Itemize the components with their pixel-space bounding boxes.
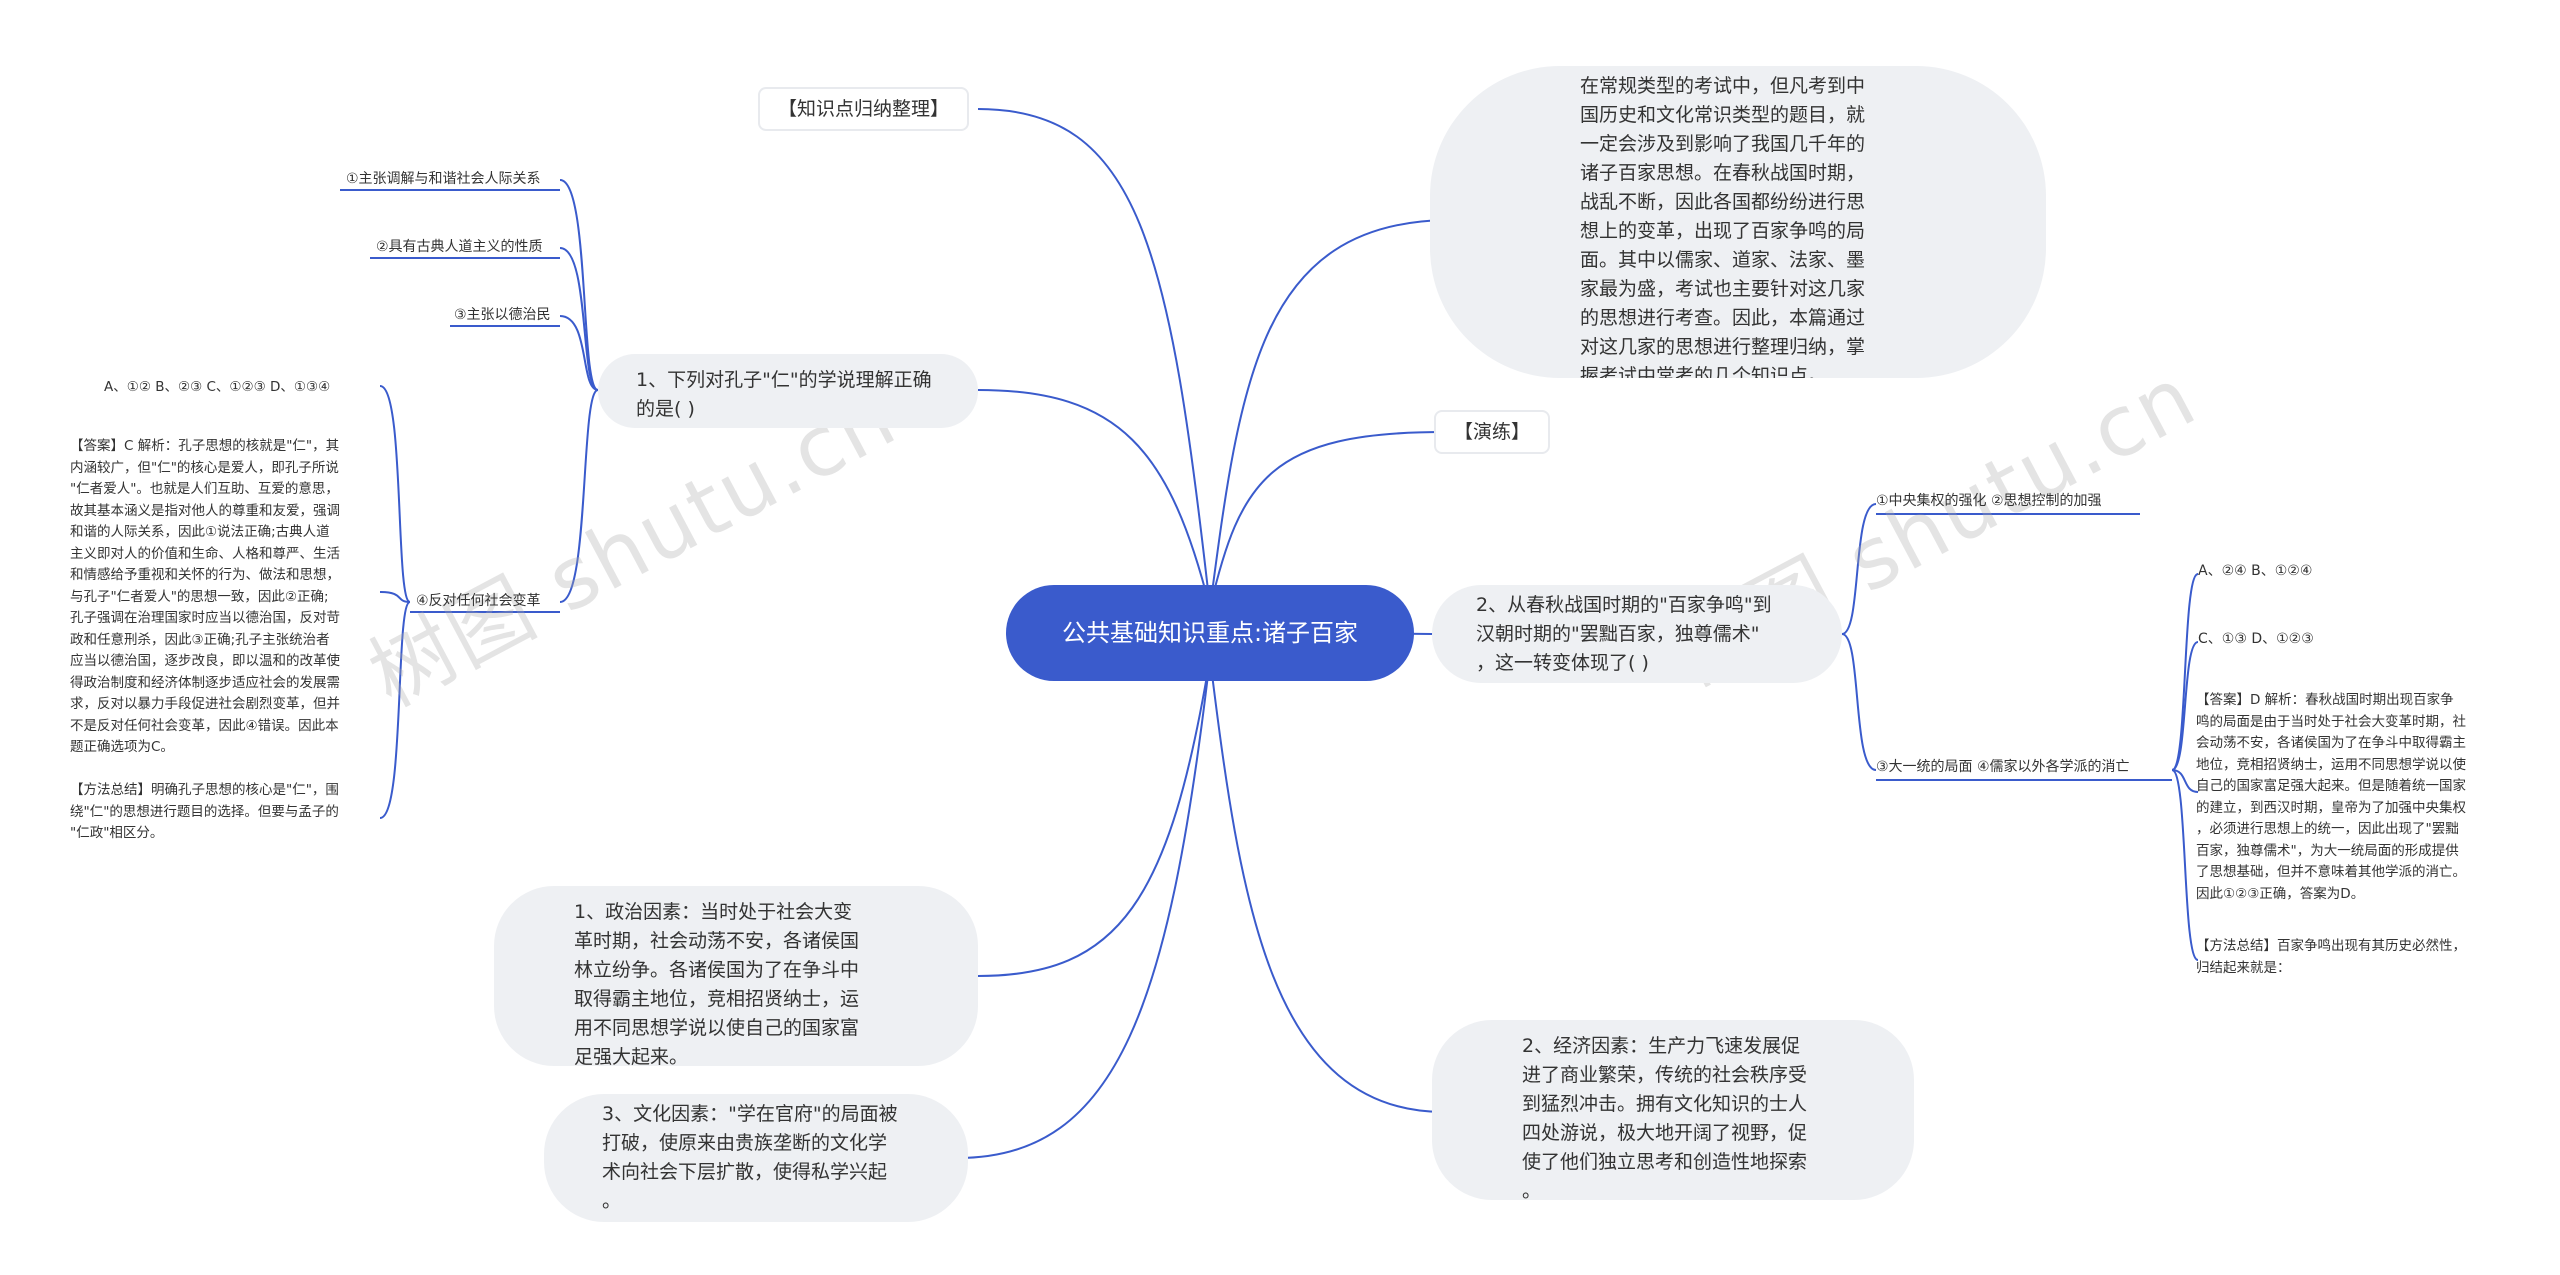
intro-node[interactable]: 在常规类型的考试中，但凡考到中 国历史和文化常识类型的题目，就 一定会涉及到影响… xyxy=(1430,66,2046,378)
edge-q1-opt4 xyxy=(559,389,599,603)
q2-option-b[interactable]: ③大一统的局面 ④儒家以外各学派的消亡 xyxy=(1876,759,2130,775)
practice-tag-node[interactable]: 【演练】 xyxy=(1434,410,1551,454)
q2-answer-note[interactable]: 【答案】D 解析：春秋战国时期出现百家争 鸣的局面是由于当时处于社会大变革时期，… xyxy=(2196,692,2466,900)
q1-method-note[interactable]: 【方法总结】明确孔子思想的核心是"仁"，围 绕"仁"的思想进行题目的选择。但要与… xyxy=(70,782,339,841)
knowledge-tag-node[interactable]: 【知识点归纳整理】 xyxy=(758,87,970,131)
economic-factor-node[interactable]: 2、经济因素：生产力飞速发展促 进了商业繁荣，传统的社会秩序受 到猛烈冲击。拥有… xyxy=(1432,1020,1914,1200)
edge-optb-ans xyxy=(2171,769,2199,793)
q1-option-1[interactable]: ①主张调解与和谐社会人际关系 xyxy=(346,171,541,187)
q2-choice-1[interactable]: A、②④ B、①②④ xyxy=(2198,563,2313,579)
edge-root-political xyxy=(977,657,1211,977)
edge-root-practice xyxy=(1209,431,1445,609)
edge-optb-c2 xyxy=(2171,641,2199,771)
edge-opt4-choices xyxy=(379,385,411,603)
q1-option-2[interactable]: ②具有古典人道主义的性质 xyxy=(376,239,543,255)
root-node[interactable]: 公共基础知识重点:诸子百家 xyxy=(1006,585,1414,681)
q2-node[interactable]: 2、从春秋战国时期的"百家争鸣"到 汉朝时期的"罢黜百家，独尊儒术" ，这一转变… xyxy=(1432,585,1842,683)
q1-choices[interactable]: A、①② B、②③ C、①②③ D、①③④ xyxy=(104,379,331,395)
q1-option-3[interactable]: ③主张以德治民 xyxy=(454,307,551,323)
q2-option-a[interactable]: ①中央集权的强化 ②思想控制的加强 xyxy=(1876,493,2102,509)
q1-answer-note[interactable]: 【答案】C 解析：孔子思想的核就是"仁"，其 内涵较广，但"仁"的核心是爱人，即… xyxy=(70,438,340,755)
root-label: 公共基础知识重点:诸子百家 xyxy=(1061,619,1359,647)
q2-choice-2[interactable]: C、①③ D、①②③ xyxy=(2198,631,2314,647)
edge-root-intro xyxy=(1209,219,1445,609)
political-factor-node[interactable]: 1、政治因素：当时处于社会大变 革时期，社会动荡不安，各诸侯国 林立纷争。各诸侯… xyxy=(494,886,978,1066)
q1-node[interactable]: 1、下列对孔子"仁"的学说理解正确 的是( ) xyxy=(598,354,978,428)
edge-root-economic xyxy=(1209,657,1445,1113)
edge-root-q1 xyxy=(977,389,1211,609)
edge-opt4-answer xyxy=(379,591,411,603)
q2-method-note[interactable]: 【方法总结】百家争鸣出现有其历史必然性， 归结起来就是： xyxy=(2196,938,2466,976)
edge-q2-opta xyxy=(1841,503,1877,635)
edge-q1-opt2 xyxy=(559,247,599,391)
edge-q1-opt3 xyxy=(559,315,599,391)
edge-optb-c1 xyxy=(2171,573,2199,771)
q1-option-4[interactable]: ④反对任何社会变革 xyxy=(416,593,541,609)
edge-root-cultural xyxy=(957,657,1211,1159)
edge-q2-optb xyxy=(1841,633,1877,771)
edge-opt4-method xyxy=(379,601,411,819)
edge-root-knowledge xyxy=(977,108,1211,609)
edge-optb-method xyxy=(2171,769,2199,961)
cultural-factor-node[interactable]: 3、文化因素："学在官府"的局面被 打破，使原来由贵族垄断的文化学 术向社会下层… xyxy=(544,1094,968,1222)
edge-q1-opt1 xyxy=(559,179,599,391)
